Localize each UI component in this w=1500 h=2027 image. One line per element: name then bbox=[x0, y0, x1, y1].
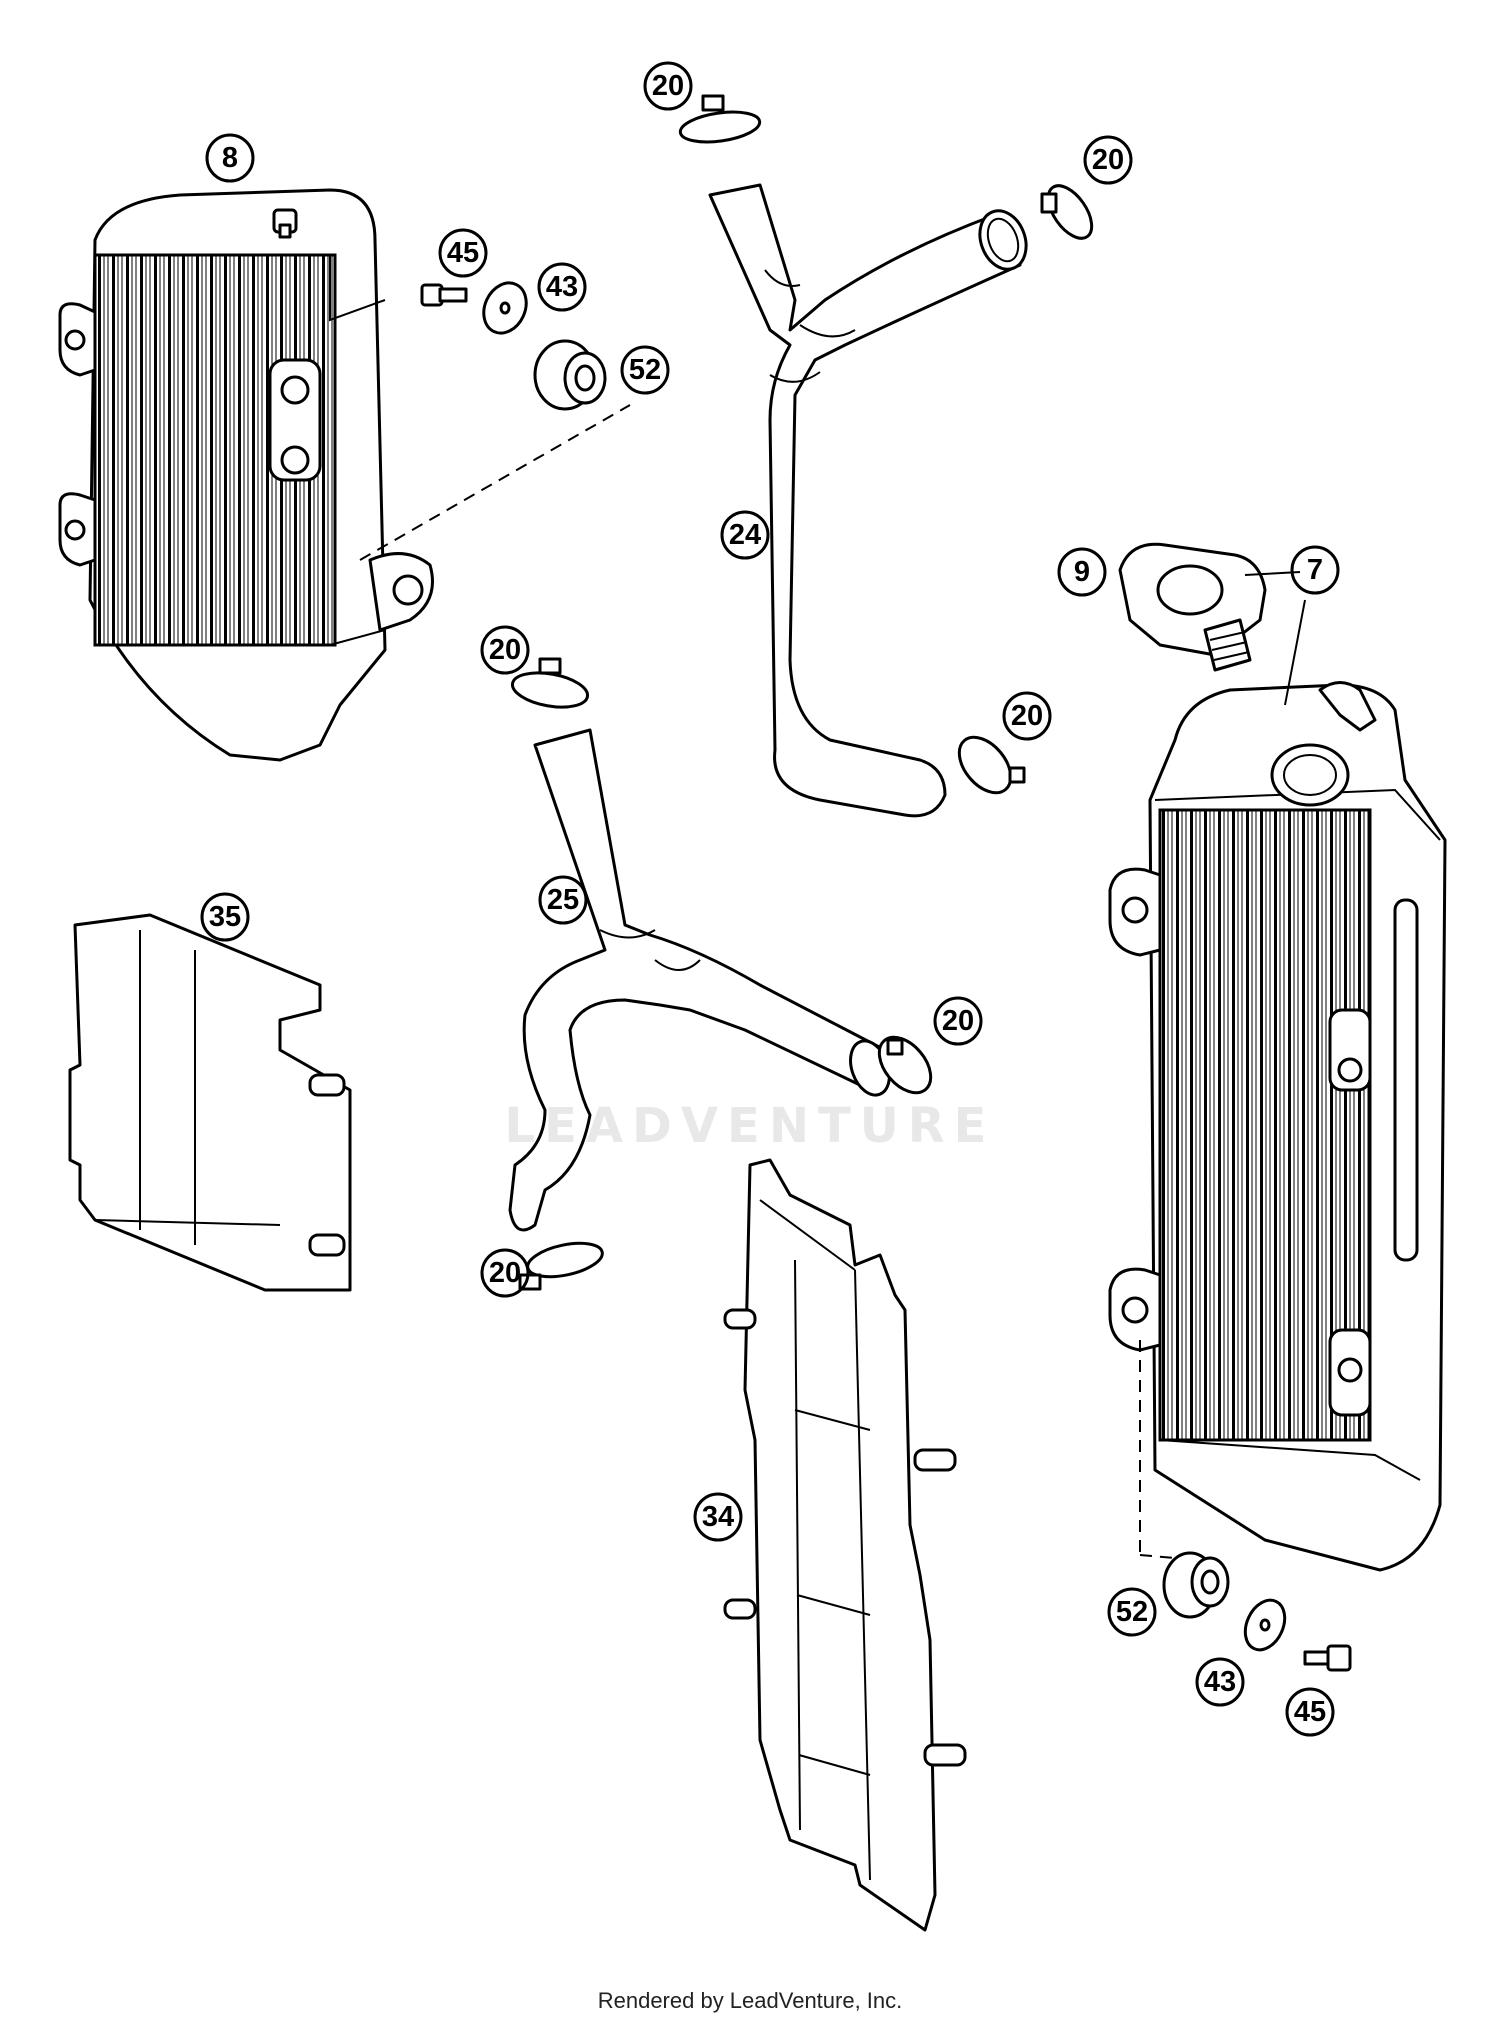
callout-43-right: 43 bbox=[1195, 1657, 1245, 1707]
watermark: LEADVENTURE bbox=[504, 1098, 996, 1154]
right-radiator-guard bbox=[723, 1158, 967, 1932]
callout-52-right: 52 bbox=[1107, 1587, 1157, 1637]
svg-text:20: 20 bbox=[1011, 700, 1043, 732]
hose-clamp-5 bbox=[877, 1035, 933, 1095]
svg-text:34: 34 bbox=[702, 1501, 734, 1533]
callout-35: 35 bbox=[200, 892, 250, 942]
callout-24: 24 bbox=[720, 510, 770, 560]
hose-clamp-4 bbox=[957, 735, 1026, 795]
left-radiator-guard bbox=[68, 913, 352, 1292]
callout-20-mid-left: 20 bbox=[480, 625, 530, 675]
callout-45-left: 45 bbox=[438, 228, 488, 278]
callout-20-top-right: 20 bbox=[1083, 135, 1133, 185]
hose-clamp-6 bbox=[518, 1241, 604, 1291]
callout-25: 25 bbox=[538, 875, 588, 925]
svg-text:20: 20 bbox=[652, 70, 684, 102]
callout-20-top: 20 bbox=[643, 61, 693, 111]
radiator-cap bbox=[1118, 542, 1301, 672]
svg-text:24: 24 bbox=[729, 519, 761, 551]
svg-text:45: 45 bbox=[447, 237, 479, 269]
footer-credit: Rendered by LeadVenture, Inc. bbox=[597, 1988, 903, 2013]
svg-text:20: 20 bbox=[942, 1005, 974, 1037]
svg-text:9: 9 bbox=[1074, 556, 1090, 588]
bolt-45-right bbox=[1303, 1644, 1352, 1672]
svg-text:7: 7 bbox=[1307, 554, 1323, 586]
grommet-52-right bbox=[1162, 1551, 1230, 1619]
svg-text:20: 20 bbox=[489, 634, 521, 666]
svg-text:20: 20 bbox=[1092, 144, 1124, 176]
svg-text:8: 8 bbox=[222, 142, 238, 174]
hose-clamp-2 bbox=[1040, 184, 1094, 240]
svg-text:35: 35 bbox=[209, 901, 241, 933]
hose-clamp-1 bbox=[678, 94, 762, 144]
leader-line-left bbox=[359, 404, 631, 561]
callout-34: 34 bbox=[693, 1492, 743, 1542]
svg-text:52: 52 bbox=[629, 354, 661, 386]
svg-text:52: 52 bbox=[1116, 1596, 1148, 1628]
grommet-52-left bbox=[533, 339, 607, 411]
callout-7: 7 bbox=[1290, 545, 1340, 595]
washer-43-right bbox=[1243, 1598, 1287, 1652]
bolt-45-left bbox=[420, 283, 468, 307]
callout-52-left: 52 bbox=[620, 345, 670, 395]
left-radiator bbox=[58, 188, 434, 762]
svg-text:45: 45 bbox=[1294, 1696, 1326, 1728]
upper-hose bbox=[708, 183, 1028, 818]
callout-43-left: 43 bbox=[537, 262, 587, 312]
leader-line-right bbox=[1139, 1340, 1176, 1559]
callout-8: 8 bbox=[205, 133, 255, 183]
callout-45-right: 45 bbox=[1285, 1687, 1335, 1737]
hose-clamp-3 bbox=[510, 657, 590, 709]
svg-text:43: 43 bbox=[1204, 1666, 1236, 1698]
svg-text:25: 25 bbox=[547, 884, 579, 916]
right-radiator bbox=[1108, 599, 1447, 1572]
svg-text:20: 20 bbox=[489, 1257, 521, 1289]
callout-20-mid-right: 20 bbox=[1002, 691, 1052, 741]
callout-20-lower-right: 20 bbox=[933, 996, 983, 1046]
callout-9: 9 bbox=[1057, 547, 1107, 597]
lower-hose bbox=[508, 728, 891, 1232]
washer-43-left bbox=[482, 281, 528, 335]
svg-text:43: 43 bbox=[546, 271, 578, 303]
callout-20-lower-left: 20 bbox=[480, 1248, 530, 1298]
